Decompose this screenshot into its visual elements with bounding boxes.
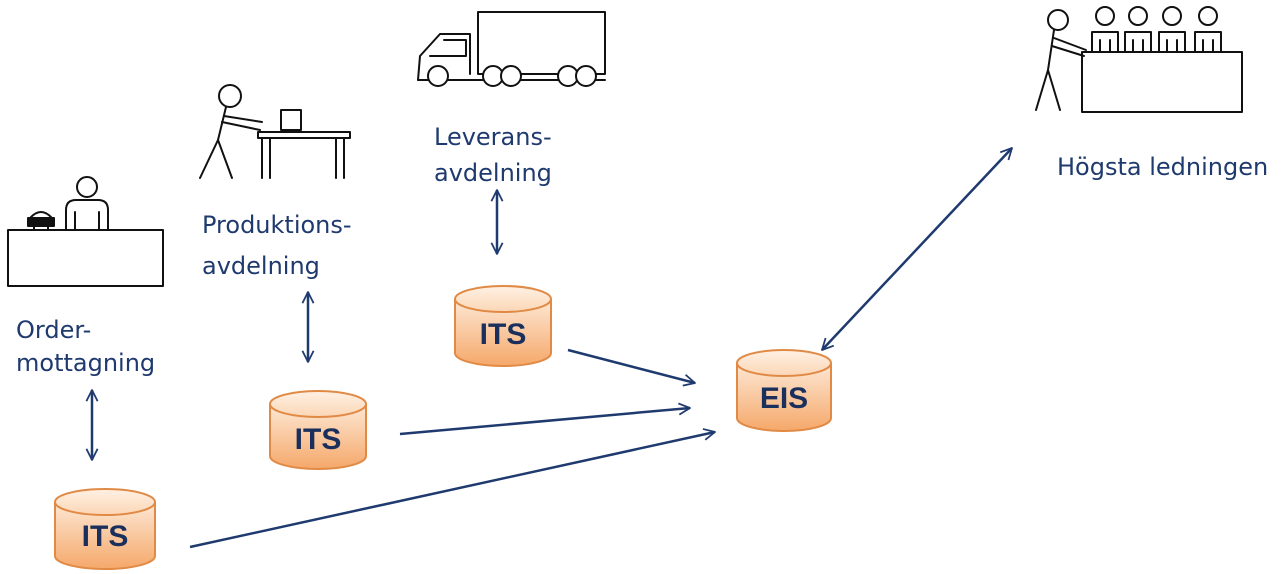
worker-at-table-icon	[199, 84, 351, 179]
arrow-eis-ledning	[821, 147, 1013, 351]
arrow-its-leverans-to-eis	[567, 348, 696, 387]
produktion-label-line1: Produktions-	[202, 211, 352, 239]
leverans-label-line2: avdelning	[434, 159, 552, 187]
eis-database: EIS	[736, 349, 832, 432]
ordermottagning-label-line1: Order-	[16, 316, 92, 344]
desk-with-phone-icon	[7, 176, 164, 287]
its-label: ITS	[82, 520, 129, 553]
truck-icon	[417, 11, 606, 87]
its-database-produktion: ITS	[269, 390, 367, 470]
board-meeting-icon	[1035, 6, 1243, 113]
arrow-its-order-to-eis	[189, 428, 716, 549]
eis-label: EIS	[760, 382, 808, 415]
ledning-label: Högsta ledningen	[1057, 153, 1269, 181]
produktion-label-line2: avdelning	[202, 252, 320, 280]
its-label: ITS	[480, 318, 527, 351]
its-database-order: ITS	[54, 488, 156, 570]
ordermottagning-label-line2: mottagning	[16, 349, 156, 377]
its-label: ITS	[295, 423, 342, 456]
its-database-leverans: ITS	[454, 285, 552, 367]
leverans-label-line1: Leverans-	[434, 123, 552, 151]
arrow-its-produktion-to-eis	[399, 402, 691, 436]
